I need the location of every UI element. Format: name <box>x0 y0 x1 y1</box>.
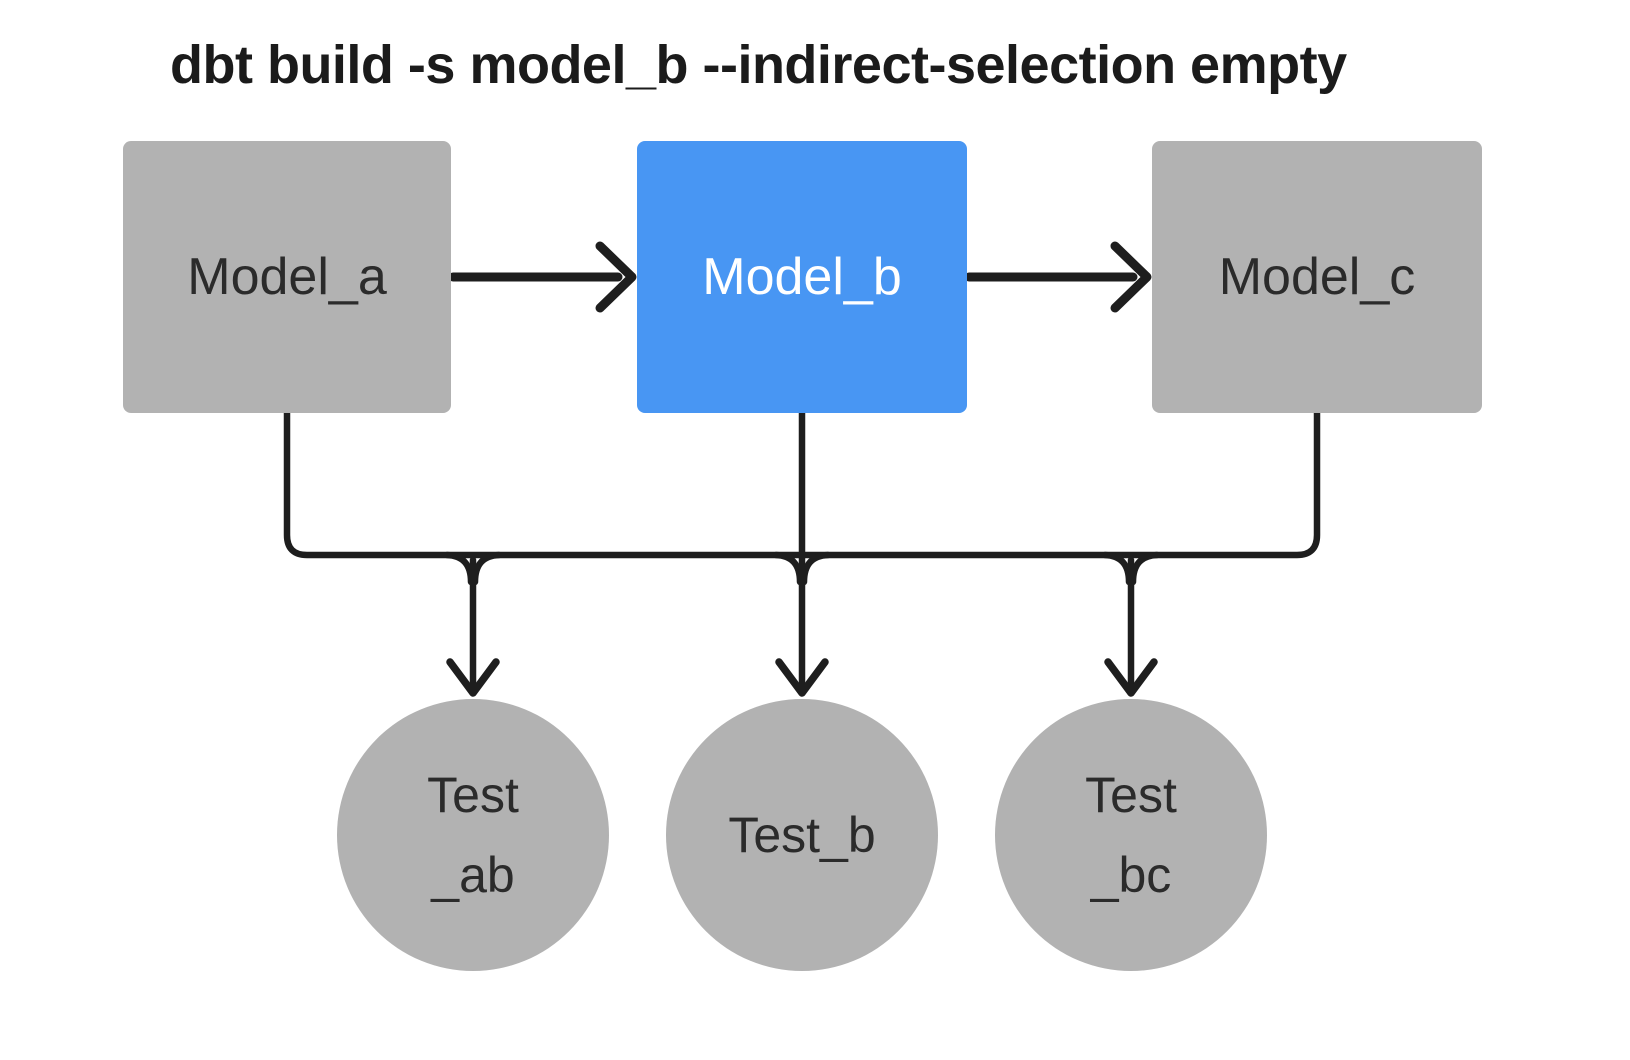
fillet-test-ab-left <box>443 551 475 586</box>
node-test-ab-label-line2: _ab <box>431 847 515 903</box>
node-model-c-label: Model_c <box>1218 248 1416 306</box>
node-model-b: Model_b <box>637 141 967 413</box>
node-test-bc-label-line2: _bc <box>1090 847 1172 903</box>
node-test-ab: Test _ab <box>337 699 609 971</box>
fillet-test-ab-right <box>471 551 503 586</box>
node-model-a-label: Model_a <box>187 248 387 306</box>
node-test-b: Test_b <box>666 699 938 971</box>
node-model-b-label: Model_b <box>702 248 902 306</box>
node-test-bc-label-line1: Test <box>1085 767 1177 823</box>
fillet-test-b-left <box>772 551 804 586</box>
node-model-a: Model_a <box>123 141 451 413</box>
node-test-ab-label-line1: Test <box>427 767 519 823</box>
node-test-b-label-line1: Test_b <box>728 807 876 863</box>
arrowhead-test-ab <box>446 658 500 697</box>
arrowhead-model-a-to-model-b <box>595 241 637 313</box>
fillet-test-bc-right <box>1129 551 1161 586</box>
node-test-bc: Test _bc <box>995 699 1267 971</box>
arrowhead-test-bc <box>1104 658 1158 697</box>
fillet-test-b-right <box>800 551 832 586</box>
fillet-test-bc-left <box>1101 551 1133 586</box>
arrowhead-model-b-to-model-c <box>1110 241 1152 313</box>
arrowhead-test-b <box>775 658 829 697</box>
node-model-c: Model_c <box>1152 141 1482 413</box>
diagram-title: dbt build -s model_b --indirect-selectio… <box>170 35 1347 95</box>
